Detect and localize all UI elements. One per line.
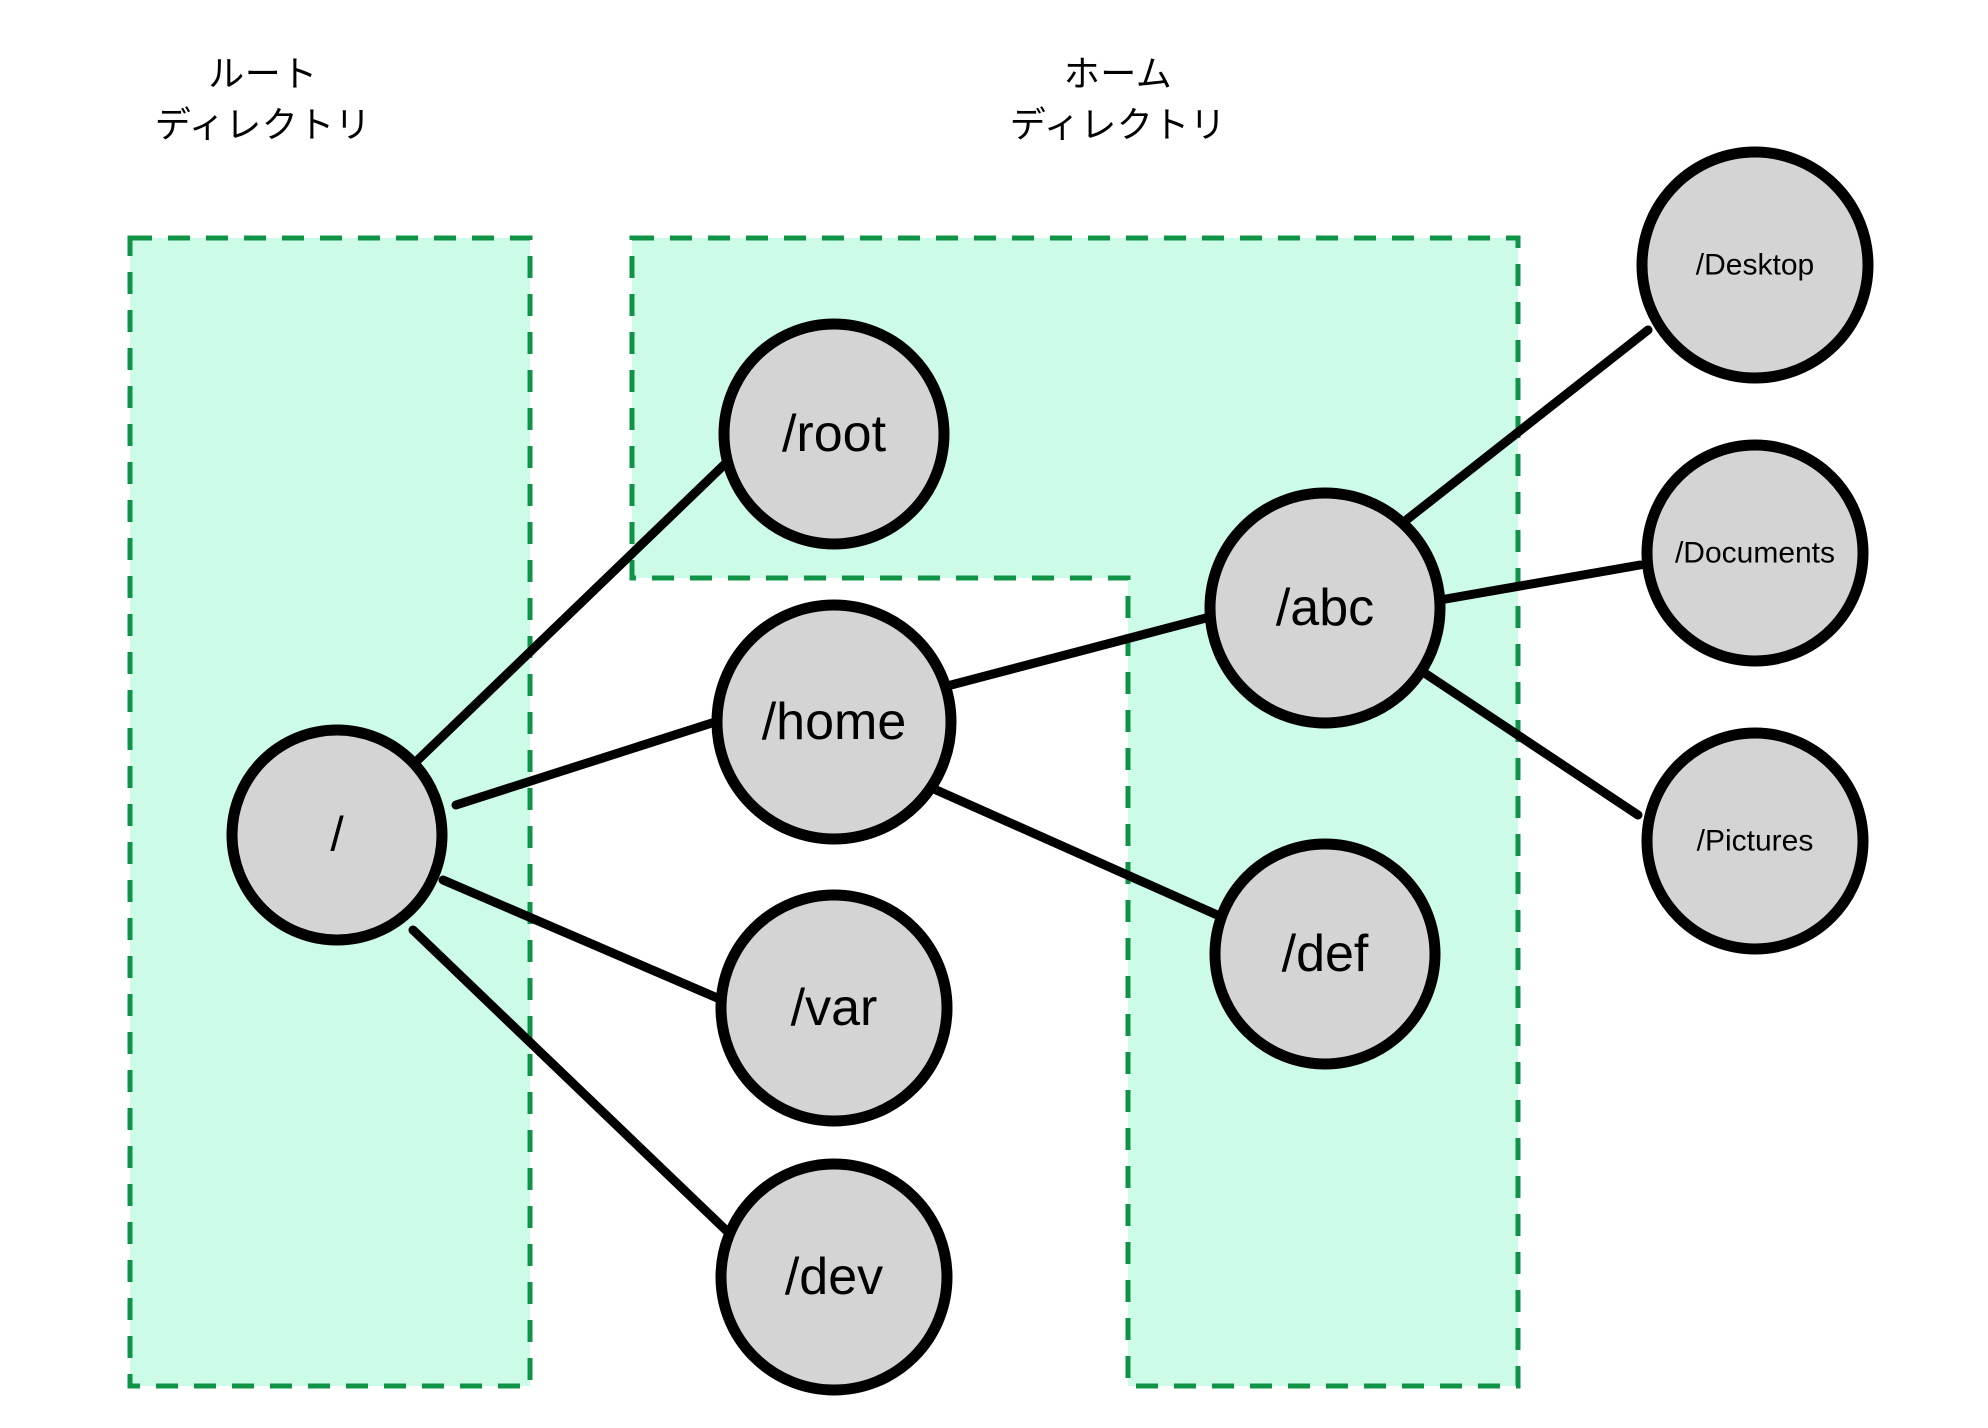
node-documents-label: /Documents — [1675, 537, 1835, 570]
node-dev-label: /dev — [785, 1248, 883, 1306]
node-slash-root[interactable]: /root — [718, 318, 950, 550]
edge-root-to-home — [451, 717, 720, 810]
node-home-circle[interactable] — [711, 599, 957, 845]
node-abc[interactable]: /abc — [1204, 487, 1446, 729]
edge-home-to-abc — [927, 613, 1211, 695]
edge-root-to-var — [438, 875, 727, 1005]
node-desktop-circle[interactable] — [1636, 146, 1874, 384]
node-pictures[interactable]: /Pictures — [1641, 727, 1869, 955]
edge-abc-to-pictures — [1415, 665, 1643, 820]
node-var[interactable]: /var — [715, 889, 953, 1127]
edge-root-to-dev — [408, 925, 737, 1241]
region-label-home-directory: ホーム ディレクトリ — [1009, 53, 1227, 146]
node-dev-circle[interactable] — [715, 1158, 953, 1396]
node-root-label: / — [330, 809, 344, 862]
edge-abc-to-documents — [1435, 560, 1645, 605]
edge-abc-to-desktop — [1395, 325, 1653, 530]
node-desktop[interactable]: /Desktop — [1636, 146, 1874, 384]
node-root[interactable]: / — [226, 724, 448, 946]
node-def-label: /def — [1282, 925, 1369, 983]
edges-layer — [335, 325, 1653, 1241]
node-root-circle[interactable] — [226, 724, 448, 946]
node-abc-label: /abc — [1276, 579, 1374, 637]
node-var-circle[interactable] — [715, 889, 953, 1127]
nodes-layer: / /root/home/var/dev/abc/def/Desktop/Docu… — [226, 146, 1874, 1396]
node-abc-circle[interactable] — [1204, 487, 1446, 729]
node-dev[interactable]: /dev — [715, 1158, 953, 1396]
node-home-label: /home — [762, 693, 907, 751]
node-var-label: /var — [791, 979, 878, 1037]
node-documents-circle[interactable] — [1641, 439, 1869, 667]
node-slash-root-label: /root — [782, 405, 887, 463]
node-pictures-circle[interactable] — [1641, 727, 1869, 955]
node-def[interactable]: /def — [1209, 838, 1441, 1070]
node-desktop-label: /Desktop — [1696, 249, 1814, 282]
node-slash-root-circle[interactable] — [718, 318, 950, 550]
node-documents[interactable]: /Documents — [1641, 439, 1869, 667]
node-def-circle[interactable] — [1209, 838, 1441, 1070]
edge-home-to-def — [920, 780, 1229, 923]
region-label-root-directory: ルート ディレクトリ — [154, 53, 372, 146]
node-home[interactable]: /home — [711, 599, 957, 845]
node-pictures-label: /Pictures — [1697, 825, 1814, 858]
